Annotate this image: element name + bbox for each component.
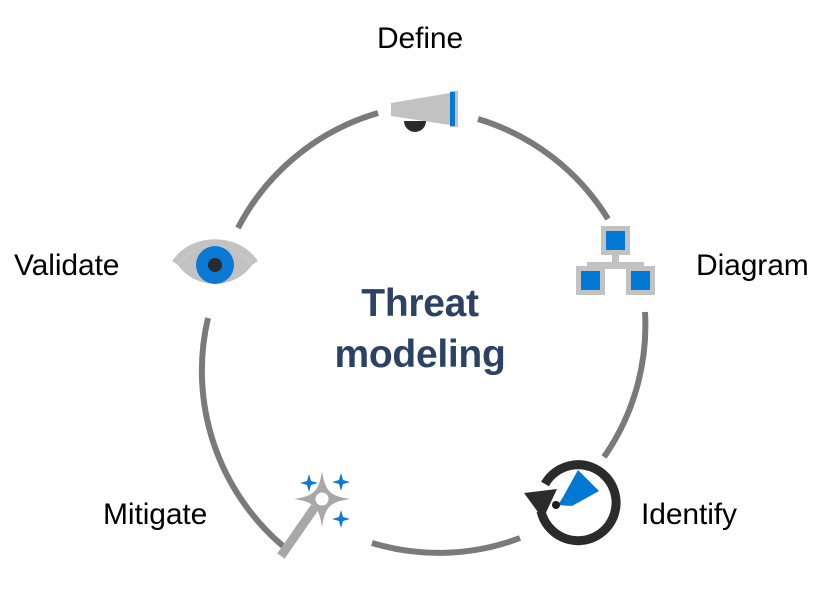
center-title-line-1: Threat bbox=[361, 282, 479, 325]
eye-icon bbox=[172, 239, 258, 284]
stage-label-define: Define bbox=[376, 22, 464, 55]
stage-label-mitigate: Mitigate bbox=[103, 498, 208, 531]
megaphone-icon bbox=[391, 91, 458, 132]
arc-validate-to-define bbox=[235, 110, 379, 230]
stage-label-identify: Identify bbox=[641, 498, 737, 531]
arc-mitigate-to-validate bbox=[198, 317, 285, 549]
stage-label-diagram: Diagram bbox=[696, 249, 809, 282]
center-title: Threat modeling bbox=[260, 278, 580, 381]
arc-define-to-diagram bbox=[477, 116, 611, 221]
circular-arrow-pen-icon bbox=[524, 460, 621, 546]
arc-identify-to-mitigate bbox=[371, 535, 522, 556]
arc-diagram-to-identify bbox=[601, 311, 649, 459]
magic-wand-icon bbox=[277, 471, 350, 559]
stage-label-validate: Validate bbox=[14, 249, 120, 282]
center-title-line-2: modeling bbox=[334, 333, 506, 377]
hierarchy-tree-icon bbox=[576, 226, 655, 295]
cycle-arc-group bbox=[198, 110, 649, 556]
